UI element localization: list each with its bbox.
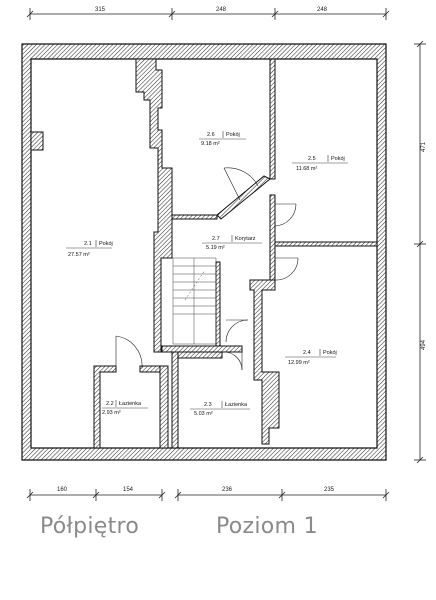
room-2-5-number: 2.5 — [308, 156, 316, 162]
room-2-5-name: Pokój — [331, 156, 345, 162]
room-2-6: 2.6 Pokój 9.18 m² — [199, 131, 246, 147]
caption-polpietro: Półpiętro — [40, 514, 140, 539]
room-2-6-area: 9.18 m² — [201, 141, 220, 147]
room-2-2-name: Łazienka — [119, 401, 142, 407]
room-2-4-area: 12.99 m² — [288, 360, 310, 366]
dim-bottom-2: 154 — [123, 487, 134, 493]
dim-top-3: 248 — [317, 7, 328, 13]
room-2-6-number: 2.6 — [207, 132, 215, 138]
room-2-3-area: 5.03 m² — [194, 411, 213, 417]
dim-right-1: 471 — [421, 141, 427, 152]
room-2-6-name: Pokój — [226, 132, 240, 138]
room-2-7-name: Korytarz — [235, 236, 256, 242]
room-2-2-number: 2.2 — [106, 401, 114, 407]
room-2-4: 2.4 Pokój 12.99 m² — [285, 349, 337, 366]
dim-right-2: 494 — [421, 339, 427, 350]
dim-bottom-3: 236 — [222, 487, 233, 493]
room-2-2: 2.2 Łazienka 2.93 m² — [102, 400, 148, 416]
room-2-7-number: 2.7 — [212, 236, 220, 242]
dimension-line-right — [414, 40, 426, 464]
room-2-3-number: 2.3 — [204, 402, 212, 408]
dimension-line-bottom — [26, 489, 390, 501]
room-2-7-area: 5.19 m² — [206, 245, 225, 251]
doors — [115, 167, 299, 371]
room-2-7: 2.7 Korytarz 5.19 m² — [202, 235, 262, 251]
room-2-4-number: 2.4 — [303, 350, 311, 356]
staircase — [172, 257, 217, 345]
interior-walls — [30, 58, 378, 449]
exterior-walls — [21, 43, 387, 461]
room-2-3-name: Łazienka — [225, 402, 248, 408]
dim-bottom-1: 160 — [57, 487, 68, 493]
room-2-5-area: 11.68 m² — [296, 166, 317, 172]
room-2-1-area: 27.57 m² — [68, 252, 90, 258]
dim-bottom-4: 235 — [324, 487, 335, 493]
room-2-1: 2.1 Pokój 27.57 m² — [66, 240, 113, 258]
room-2-2-area: 2.93 m² — [102, 410, 121, 416]
room-2-1-name: Pokój — [99, 241, 113, 247]
room-2-4-name: Pokój — [323, 350, 337, 356]
room-2-5: 2.5 Pokój 11.68 m² — [292, 155, 348, 172]
room-2-3: 2.3 Łazienka 5.03 m² — [190, 401, 250, 417]
caption-poziom-1: Poziom 1 — [216, 514, 318, 539]
dimension-line-top — [26, 8, 390, 20]
dim-top-2: 248 — [216, 7, 227, 13]
room-2-1-number: 2.1 — [84, 241, 92, 247]
dim-top-1: 315 — [95, 7, 106, 13]
